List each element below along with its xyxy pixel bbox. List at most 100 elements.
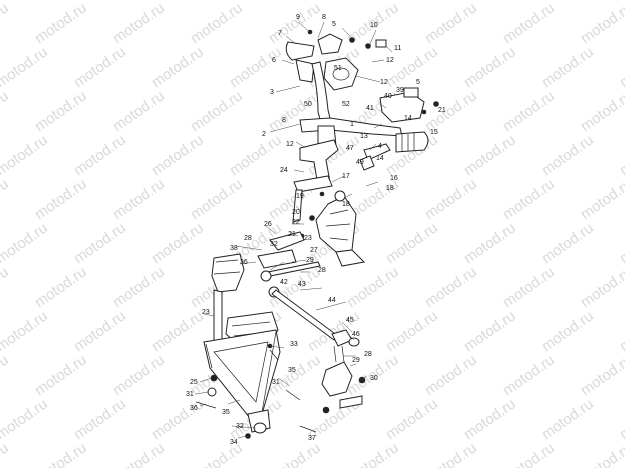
watermark-text: motod.ru <box>578 263 625 311</box>
watermark-text: motod.ru <box>578 351 625 399</box>
watermark-text: motod.ru <box>461 131 519 179</box>
watermark-text: motod.ru <box>461 395 519 443</box>
callout-14b: 14 <box>376 155 384 162</box>
callout-23: 23 <box>304 235 312 242</box>
a-frame-edges <box>205 331 277 413</box>
watermark-text: motod.ru <box>500 263 558 311</box>
bolt <box>285 389 301 401</box>
callout-24: 24 <box>280 167 288 174</box>
watermark-text: motod.ru <box>422 0 480 47</box>
callout-45: 45 <box>346 317 354 324</box>
column-base-plate <box>293 175 333 193</box>
watermark-text: motod.ru <box>110 351 168 399</box>
callout-25: 25 <box>190 379 198 386</box>
cotter-pin <box>299 425 317 433</box>
watermark-text: motod.ru <box>344 439 402 468</box>
callout-52: 52 <box>342 101 350 108</box>
watermark-text: motod.ru <box>188 175 246 223</box>
left-grip-end <box>295 59 315 83</box>
callout-16: 16 <box>390 175 398 182</box>
watermark-text: motod.ru <box>32 87 90 135</box>
watermark-text: motod.ru <box>500 87 558 135</box>
callout-31: 31 <box>272 379 280 386</box>
watermark-text: motod.ru <box>422 175 480 223</box>
watermark-text: motod.ru <box>461 219 519 267</box>
watermark-text: motod.ru <box>578 87 625 135</box>
watermark-text: motod.ru <box>0 175 12 223</box>
callout-34: 34 <box>230 439 238 446</box>
watermark-text: motod.ru <box>110 439 168 468</box>
bracket-foot <box>335 249 366 267</box>
watermark-text: motod.ru <box>32 351 90 399</box>
watermark-text: motod.ru <box>0 395 51 443</box>
callout-12c: 12 <box>286 141 294 148</box>
watermark-text: motod.ru <box>383 43 441 91</box>
callout-37: 37 <box>308 435 316 442</box>
callout-15: 15 <box>430 129 438 136</box>
long-tie-rod <box>271 289 339 341</box>
watermark-text: motod.ru <box>227 43 285 91</box>
callout-labels: 7 9 8 5 10 11 12 51 12 6 3 50 2 8 52 1 5… <box>186 14 446 446</box>
callout-42: 42 <box>280 279 288 286</box>
left-lever-block <box>317 33 343 55</box>
spindle-shaft <box>339 395 363 409</box>
callout-26: 26 <box>264 221 272 228</box>
handlebar-assembly <box>285 29 439 171</box>
nut <box>309 215 315 221</box>
watermark-text: motod.ru <box>149 43 207 91</box>
callout-9: 9 <box>296 14 300 21</box>
callout-49: 49 <box>356 159 364 166</box>
callout-47: 47 <box>346 145 354 152</box>
watermark-text: motod.ru <box>383 219 441 267</box>
watermark-text: motod.ru <box>461 307 519 355</box>
watermark-text: motod.ru <box>32 175 90 223</box>
callout-12: 12 <box>386 57 394 64</box>
washer <box>207 387 217 397</box>
zerk-line <box>269 349 279 361</box>
screw <box>421 109 427 115</box>
callout-18: 18 <box>386 185 394 192</box>
a-frame-inner <box>213 341 269 403</box>
callout-23b: 23 <box>202 309 210 316</box>
bracket-lines <box>325 209 351 241</box>
steering-post <box>292 189 303 223</box>
callout-8: 8 <box>322 14 326 21</box>
watermark-text: motod.ru <box>344 263 402 311</box>
watermark-text: motod.ru <box>71 43 129 91</box>
callout-39: 39 <box>396 87 404 94</box>
watermark-text: motod.ru <box>383 307 441 355</box>
callout-11: 11 <box>394 45 401 52</box>
watermark-text: motod.ru <box>578 0 625 47</box>
watermark-text: motod.ru <box>0 131 51 179</box>
watermark-text: motod.ru <box>578 175 625 223</box>
watermark-text: motod.ru <box>461 43 519 91</box>
watermark-text: motod.ru <box>500 439 558 468</box>
watermark-text: motod.ru <box>0 439 12 468</box>
nut <box>365 43 371 49</box>
callout-21b: 21 <box>288 231 296 238</box>
watermark-text: motod.ru <box>383 395 441 443</box>
watermark-text: motod.ru <box>32 263 90 311</box>
brake-lever-small <box>359 155 375 171</box>
callout-29: 29 <box>306 257 314 264</box>
callout-44: 44 <box>328 297 336 304</box>
watermark-text: motod.ru <box>500 175 558 223</box>
watermark-text: motod.ru <box>0 307 51 355</box>
callout-32: 32 <box>270 241 278 248</box>
nut <box>349 37 355 43</box>
watermark-text: motod.ru <box>110 87 168 135</box>
watermark-text: motod.ru <box>71 395 129 443</box>
watermark-text: motod.ru <box>0 219 51 267</box>
watermark-text: motod.ru <box>149 219 207 267</box>
nut <box>210 374 218 382</box>
callout-22: 22 <box>292 219 300 226</box>
watermark-text: motod.ru <box>539 43 597 91</box>
callout-28b: 28 <box>318 267 326 274</box>
callout-35: 35 <box>288 367 296 374</box>
callout-51: 51 <box>334 65 342 72</box>
right-grip <box>395 131 429 153</box>
spindle-arm <box>333 345 345 363</box>
callout-31b: 31 <box>186 391 194 398</box>
nut <box>433 101 439 107</box>
callout-13: 13 <box>360 133 368 140</box>
